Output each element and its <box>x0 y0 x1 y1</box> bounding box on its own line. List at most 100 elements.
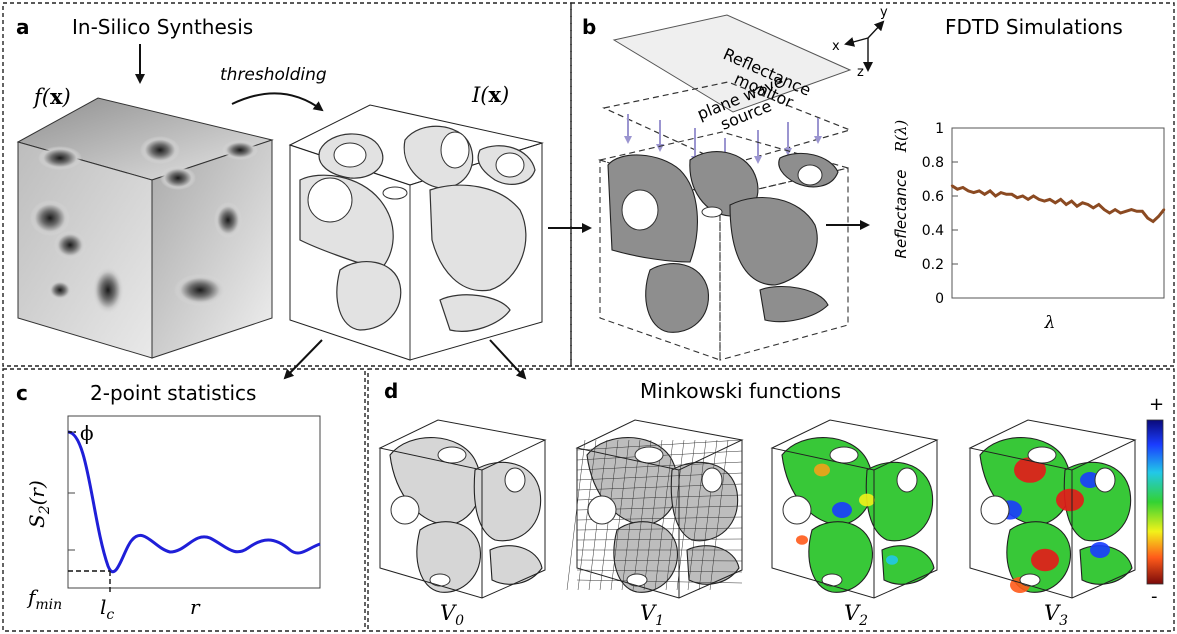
surface-hole <box>896 467 918 493</box>
reflectance-series-line <box>951 184 1166 224</box>
curvature-spot <box>814 463 830 477</box>
reflectance-monitor-plane <box>612 14 852 113</box>
field-blobs <box>30 136 258 314</box>
random-field-cube <box>16 97 274 359</box>
field-label: f(x) <box>32 84 71 109</box>
r-label: r <box>190 595 201 619</box>
reflectance-point <box>1151 220 1155 223</box>
y-tick-label: 0 <box>935 291 944 307</box>
curvature-spot <box>832 502 852 518</box>
mesh-line <box>709 439 729 591</box>
minkowski-cubes <box>378 419 1137 599</box>
phi-label: ϕ <box>80 421 94 445</box>
colorbar <box>1146 419 1164 585</box>
mesh-line <box>632 439 652 591</box>
panel-a: a In-Silico Synthesis thresholding f(x) <box>16 15 592 380</box>
v0-label: V0 <box>440 601 464 629</box>
curvature-spot <box>886 555 898 565</box>
mesh-line <box>576 527 743 531</box>
panel-c-letter: c <box>16 381 28 405</box>
s2-plot-frame <box>67 415 321 589</box>
reflectance-point <box>1146 216 1149 220</box>
curvature-spot <box>1014 457 1046 483</box>
reflectance-point <box>1037 198 1041 201</box>
surface-blob <box>881 545 935 585</box>
simulation-cube <box>597 131 851 361</box>
y-axis-label-main: Reflectance <box>892 170 910 259</box>
mesh-line <box>576 439 743 451</box>
reflectance-point <box>1103 208 1106 211</box>
mesh-line <box>698 439 718 591</box>
surface-hole <box>821 573 843 587</box>
lc-label: lc <box>100 595 114 623</box>
reflectance-point <box>1124 210 1128 213</box>
surface-hole <box>626 573 648 587</box>
panel-b: b FDTD Simulations y x z Reflectance mon… <box>582 5 1166 361</box>
surface-hole <box>634 446 664 464</box>
mesh-line <box>687 439 707 591</box>
reflectance-point <box>1070 199 1073 203</box>
reflectance-point <box>961 186 965 189</box>
chart-frame <box>951 127 1165 299</box>
reflectance-point <box>956 188 959 191</box>
reflectance-point <box>1054 201 1057 204</box>
minkowski-cube-0 <box>378 419 547 599</box>
surface-blob <box>489 545 543 585</box>
reflectance-point <box>1016 196 1019 199</box>
reflectance-point <box>1048 198 1052 201</box>
reflectance-point <box>1010 193 1013 196</box>
fmin-label: fmin <box>26 585 62 613</box>
mesh-line <box>621 439 641 591</box>
mesh-line <box>654 439 674 591</box>
surface-hole <box>1019 573 1041 587</box>
panel-d-border <box>367 368 1175 632</box>
arrow-to-panel-c <box>283 339 323 380</box>
reflectance-point <box>972 191 975 194</box>
reflectance-point <box>1097 203 1100 206</box>
surface-hole <box>429 573 451 587</box>
reflectance-point <box>1021 194 1024 198</box>
reflectance-point <box>1059 198 1062 201</box>
reflectance-point <box>977 189 981 193</box>
curvature-spot <box>859 493 875 507</box>
reflectance-point <box>994 194 997 198</box>
y-axis-label-symbol: R(λ) <box>892 120 910 154</box>
reflectance-point <box>983 193 986 196</box>
surface-hole <box>390 495 420 525</box>
arrow-to-panel-d <box>489 339 527 380</box>
reflectance-point <box>1005 193 1008 196</box>
reflectance-point <box>1043 199 1046 203</box>
colorbar-minus: - <box>1151 586 1158 607</box>
curvature-spot <box>1056 488 1084 512</box>
reflectance-point <box>1130 208 1133 211</box>
mesh-line <box>576 559 743 562</box>
reflectance-point <box>1113 208 1117 211</box>
reflectance-point <box>1026 198 1030 201</box>
plane-wave-source-plane <box>602 81 852 166</box>
surface-hole <box>437 446 467 464</box>
mesh-line <box>576 569 743 573</box>
s2-curve <box>67 430 321 574</box>
panel-c-border <box>2 368 366 632</box>
mesh-line <box>665 439 685 591</box>
panel-b-letter: b <box>582 15 596 39</box>
axis-z-label: z <box>857 65 864 80</box>
reflectance-point <box>999 191 1003 194</box>
reflectance-point <box>1119 211 1122 215</box>
reflectance-point <box>1032 194 1035 198</box>
surface-hole <box>782 495 812 525</box>
reflectance-point <box>1162 208 1166 211</box>
y-tick-label: 0.6 <box>922 189 944 205</box>
y-tick-label: 1 <box>935 121 944 137</box>
v3-label: V3 <box>1044 601 1068 629</box>
svg-text:S2(r): S2(r) <box>25 480 53 528</box>
mesh-line <box>566 439 586 591</box>
y-tick-label: 0.8 <box>922 155 944 171</box>
curvature-spot <box>1080 472 1100 488</box>
s2-axis-label: S2(r) <box>25 480 53 528</box>
reflectance-point <box>1081 201 1084 204</box>
reflectance-point <box>1141 210 1144 213</box>
y-axis-label: Reflectance R(λ) <box>892 120 910 259</box>
reflectance-point <box>967 189 970 193</box>
x-axis-label: λ <box>1044 313 1056 333</box>
